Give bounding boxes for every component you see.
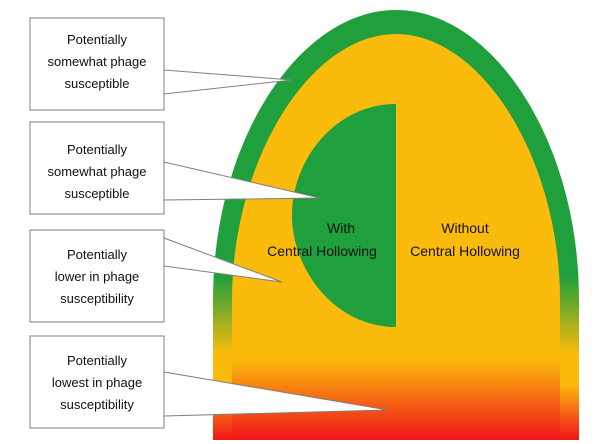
region-labels: With Central Hollowing Without Central H…	[267, 220, 520, 259]
callout-4-line-2: lowest in phage	[52, 375, 142, 390]
with-hollowing-label-line-2: Central Hollowing	[267, 243, 377, 259]
callout-1-line-2: somewhat phage	[47, 54, 146, 69]
callout-2-line-3: susceptible	[64, 186, 129, 201]
callout-4-line-3: susceptibility	[60, 397, 134, 412]
without-hollowing-label-line-1: Without	[441, 220, 489, 236]
callout-box-4	[29, 335, 165, 429]
callout-box-2	[29, 121, 165, 215]
callout-3-line-2: lower in phage	[55, 269, 140, 284]
with-hollowing-label-line-1: With	[327, 220, 355, 236]
callout-2-line-1: Potentially	[67, 142, 127, 157]
callout-4-line-1: Potentially	[67, 353, 127, 368]
callout-box-3	[29, 229, 165, 323]
callout-3-line-1: Potentially	[67, 247, 127, 262]
callout-box-1	[29, 17, 165, 111]
without-hollowing-label-line-2: Central Hollowing	[410, 243, 520, 259]
callout-1-line-3: susceptible	[64, 76, 129, 91]
callout-1-line-1: Potentially	[67, 32, 127, 47]
central-hollowing-region	[292, 104, 396, 327]
callout-pointers	[163, 69, 389, 417]
callout-2-line-2: somewhat phage	[47, 164, 146, 179]
callout-boxes	[29, 17, 165, 429]
callout-texts: Potentially somewhat phage susceptible P…	[47, 32, 146, 412]
callout-3-line-3: susceptibility	[60, 291, 134, 306]
